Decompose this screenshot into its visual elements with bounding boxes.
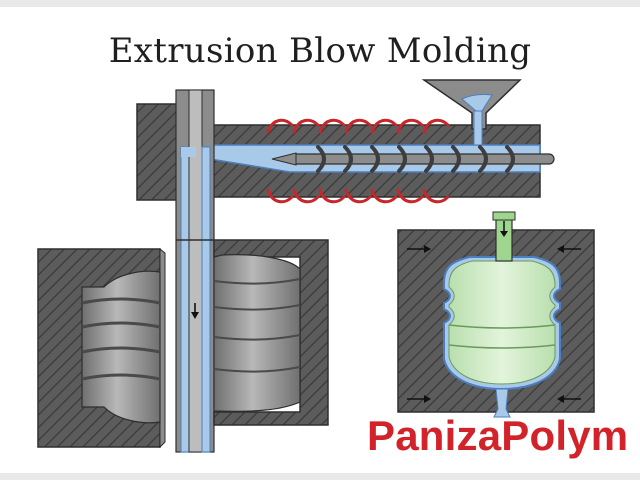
closed-mold	[397, 211, 595, 418]
parison-die	[175, 89, 215, 453]
extrusion-diagram	[37, 79, 595, 453]
diagram-frame: Extrusion Blow Molding PanizaPolym	[0, 7, 640, 473]
arrow-icon	[407, 248, 581, 400]
diagram-title: Extrusion Blow Molding	[108, 31, 532, 71]
mold-front-half	[37, 247, 166, 449]
screw-icon	[271, 145, 555, 173]
brand-logo-text: PanizaPolym	[367, 412, 629, 459]
hopper-icon	[421, 79, 522, 146]
arrow-icon	[191, 303, 199, 319]
mold-back-half	[176, 239, 329, 426]
heater-icon	[266, 118, 450, 204]
